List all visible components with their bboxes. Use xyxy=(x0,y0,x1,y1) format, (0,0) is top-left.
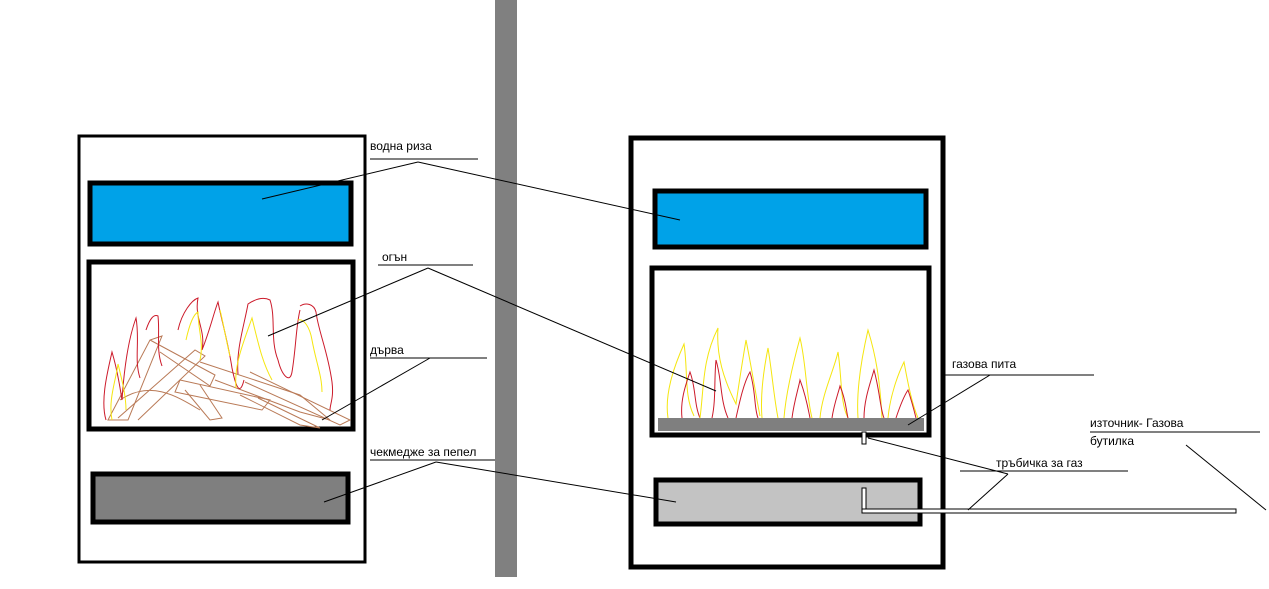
label-gas-source-line1: източник- Газова xyxy=(1090,416,1184,430)
label-wood: дърва xyxy=(370,343,487,359)
gas-tube xyxy=(861,431,1237,514)
ash-drawer-left xyxy=(90,471,351,525)
label-water-jacket-text: водна риза xyxy=(370,139,432,153)
label-gas-source-line2: бутилка xyxy=(1090,434,1134,448)
water-jacket-right xyxy=(652,188,929,250)
label-gas-tube: тръбичка за газ xyxy=(960,456,1128,472)
water-jacket-left xyxy=(87,180,354,247)
label-ash-drawer: чекмедже за пепел xyxy=(370,445,495,461)
gas-stove-body xyxy=(628,135,946,570)
ash-drawer-right xyxy=(653,477,923,527)
label-gas-burner: газова пита xyxy=(944,357,1094,376)
label-wood-text: дърва xyxy=(370,343,404,357)
label-gas-burner-text: газова пита xyxy=(952,357,1017,371)
gas-burner-plate xyxy=(658,418,924,431)
center-divider xyxy=(495,0,517,577)
label-ash-drawer-text: чекмедже за пепел xyxy=(370,445,476,459)
label-fire-text: огън xyxy=(382,250,407,264)
label-gas-tube-text: тръбичка за газ xyxy=(996,456,1083,470)
wood-stove-body xyxy=(77,134,367,564)
leader-lines xyxy=(261,161,1267,511)
firebox-right xyxy=(649,265,932,438)
gas-stove xyxy=(628,135,1237,570)
wood-stove xyxy=(77,134,367,564)
label-water-jacket: водна риза xyxy=(370,139,478,160)
wood-logs xyxy=(107,335,352,429)
gas-flames xyxy=(666,327,919,419)
label-fire: огън xyxy=(378,250,473,266)
label-gas-source: източник- Газова бутилка xyxy=(1090,416,1260,448)
